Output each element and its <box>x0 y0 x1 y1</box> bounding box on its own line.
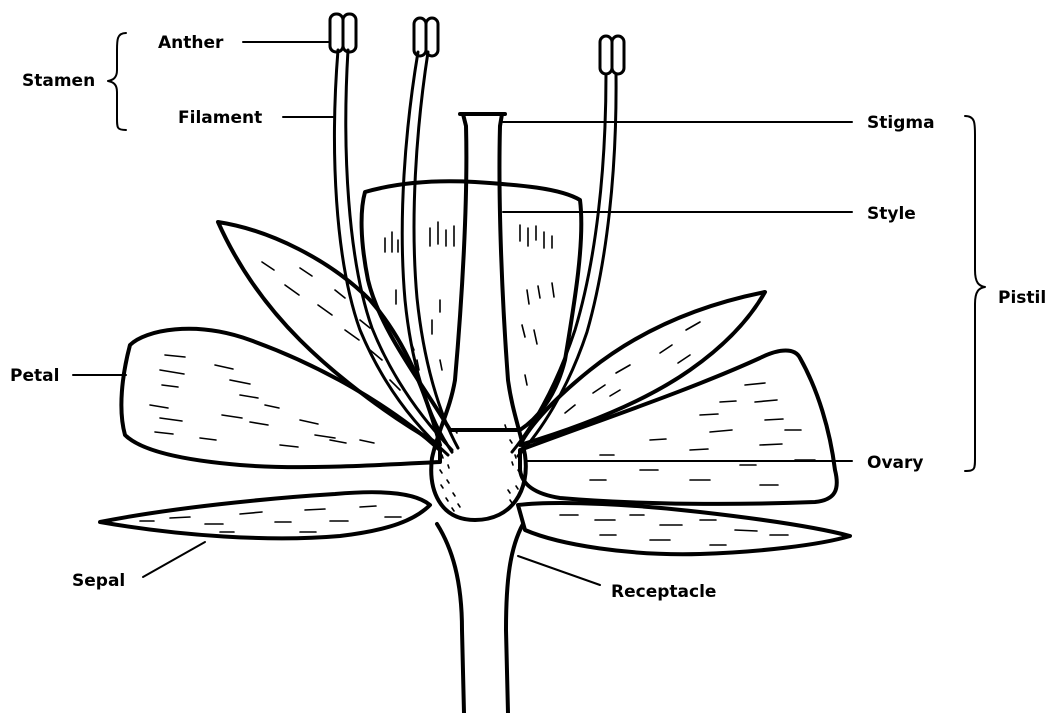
petal-left <box>121 329 440 467</box>
label-style: Style <box>867 204 916 224</box>
leader-receptacle <box>518 556 600 585</box>
petal-right <box>520 351 837 504</box>
label-stigma: Stigma <box>867 113 935 133</box>
label-stamen: Stamen <box>22 71 95 91</box>
pistil-bracket <box>965 116 985 471</box>
receptacle-stem <box>437 524 523 713</box>
pistil-shape <box>431 114 526 520</box>
label-receptacle: Receptacle <box>611 582 716 602</box>
label-pistil: Pistil <box>998 288 1046 308</box>
petal-upper-right <box>520 292 765 445</box>
label-anther: Anther <box>158 33 224 53</box>
label-ovary: Ovary <box>867 453 923 473</box>
sepal-left <box>100 492 430 538</box>
leader-sepal <box>143 542 205 577</box>
label-filament: Filament <box>178 108 262 128</box>
label-petal: Petal <box>10 366 59 386</box>
label-sepal: Sepal <box>72 571 125 591</box>
sepal-right <box>518 503 850 554</box>
stamen-bracket <box>108 33 126 130</box>
